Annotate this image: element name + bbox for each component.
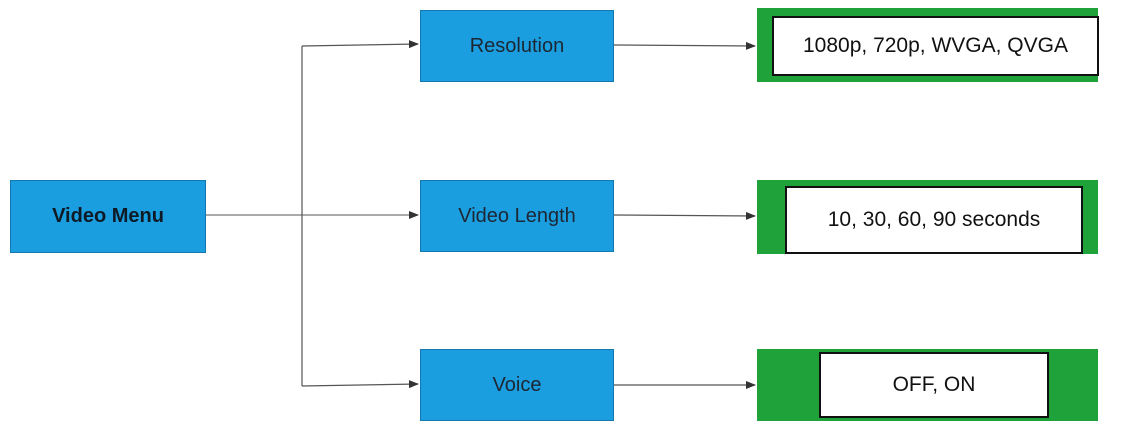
voice-label: Voice	[492, 373, 542, 396]
video-length-node[interactable]: Video Length	[420, 180, 614, 252]
resolution-label: Resolution	[469, 34, 565, 57]
video-menu-node[interactable]: Video Menu	[10, 180, 206, 253]
video-length-options-box: 10, 30, 60, 90 seconds	[785, 186, 1083, 254]
video-menu-label: Video Menu	[52, 205, 164, 227]
connector-root-to-resolution	[301, 40, 419, 49]
resolution-options-text: 1080p, 720p, WVGA, QVGA	[803, 34, 1068, 57]
voice-options-text: OFF, ON	[892, 373, 976, 396]
connector-video-length-to-options	[613, 211, 756, 220]
resolution-node[interactable]: Resolution	[420, 10, 614, 82]
voice-options-box: OFF, ON	[819, 352, 1049, 418]
connector-root-to-voice	[301, 380, 419, 389]
resolution-options-box: 1080p, 720p, WVGA, QVGA	[772, 16, 1099, 76]
voice-node[interactable]: Voice	[420, 349, 614, 421]
video-length-label: Video Length	[458, 204, 576, 227]
video-length-options-text: 10, 30, 60, 90 seconds	[827, 208, 1041, 231]
connector-resolution-to-options	[613, 41, 756, 50]
